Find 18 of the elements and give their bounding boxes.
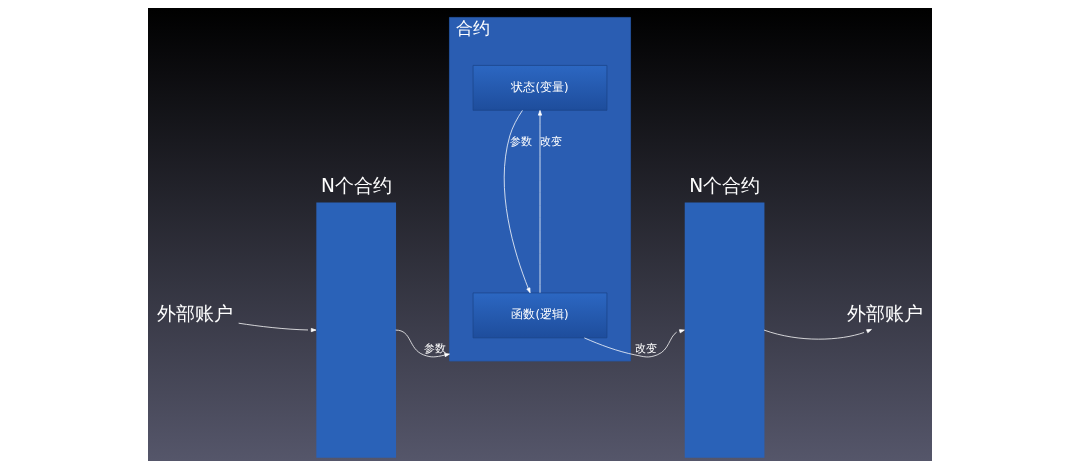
node-text: 外部账户 [847, 303, 924, 325]
node-box: 状态(变量) [472, 65, 608, 111]
node-text: 外部账户 [156, 303, 233, 325]
edge-label: 改变 [540, 134, 563, 148]
arrow [238, 322, 317, 333]
node-label: N个合约 [320, 175, 392, 197]
edge-label: 改变 [635, 341, 658, 355]
arrow [503, 110, 531, 294]
arrow [538, 110, 542, 294]
arrow [763, 329, 872, 340]
node-label: N个合约 [689, 175, 761, 197]
arrow [395, 329, 450, 358]
node-box: 函数(逻辑) [472, 292, 608, 339]
arrow [583, 329, 685, 358]
edge-label: 参数 [423, 341, 446, 355]
node-box [684, 202, 765, 458]
edge-label: 参数 [510, 134, 533, 148]
node-box [316, 202, 397, 458]
